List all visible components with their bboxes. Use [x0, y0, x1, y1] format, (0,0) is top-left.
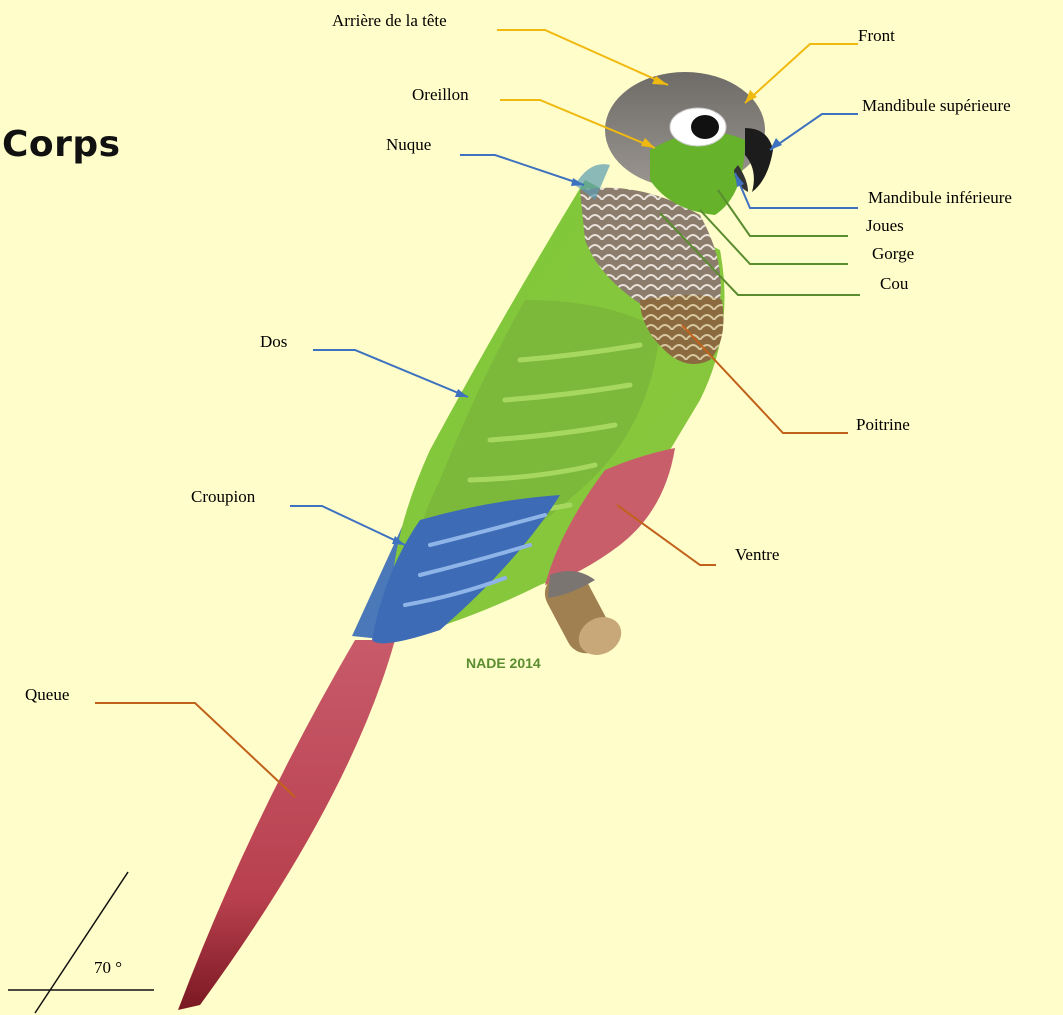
label-gorge: Gorge	[872, 244, 914, 264]
leader-line-croupion	[290, 506, 405, 545]
arrowhead-mandibule-sup	[770, 138, 782, 150]
leader-line-nuque	[460, 155, 584, 185]
eye-pupil	[691, 115, 719, 139]
label-front: Front	[858, 26, 895, 46]
leader-line-arriere-tete	[497, 30, 668, 85]
artist-signature: NADE 2014	[466, 655, 541, 671]
page-title: Corps	[2, 124, 121, 165]
leader-line-dos	[313, 350, 468, 397]
label-cou: Cou	[880, 274, 908, 294]
angle-label: 70 °	[94, 958, 122, 978]
leader-line-mandibule-sup	[770, 114, 858, 150]
label-oreillon: Oreillon	[412, 85, 469, 105]
label-nuque: Nuque	[386, 135, 431, 155]
label-mandibule-superieure: Mandibule supérieure	[862, 96, 1011, 116]
angle-slant-line	[35, 872, 128, 1013]
label-dos: Dos	[260, 332, 287, 352]
label-croupion: Croupion	[191, 487, 255, 507]
beak-upper	[745, 128, 773, 192]
label-joues: Joues	[866, 216, 904, 236]
label-queue: Queue	[25, 685, 69, 705]
label-poitrine: Poitrine	[856, 415, 910, 435]
label-ventre: Ventre	[735, 545, 779, 565]
leader-line-joues	[718, 190, 848, 236]
leader-line-front	[745, 44, 858, 103]
leader-line-queue	[95, 703, 295, 797]
tail-shape	[178, 640, 395, 1010]
label-arriere-tete: Arrière de la tête	[332, 11, 447, 31]
label-mandibule-inferieure: Mandibule inférieure	[868, 188, 1012, 208]
